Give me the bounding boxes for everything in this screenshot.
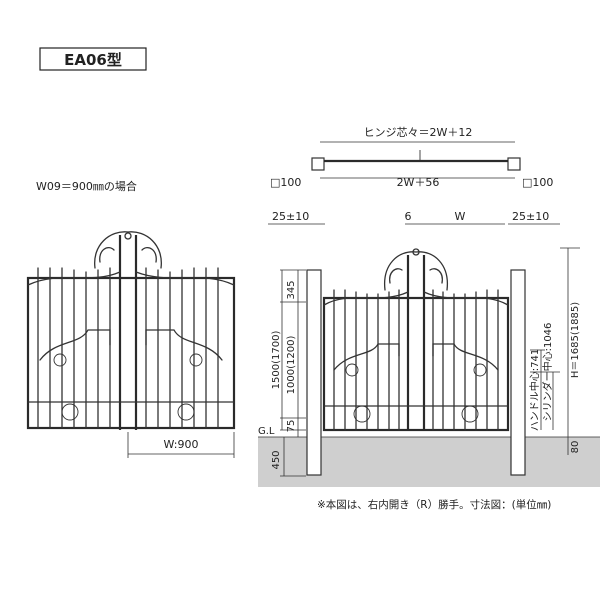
left-vertical-dimensions: 345 1500(1700) 1000(1200) 75 G.L 450	[258, 269, 306, 477]
right-gate-view: ヒンジ芯々＝2W＋12 □100 □100 2W＋56 25±10 6 W 25…	[258, 125, 600, 511]
overall-width-label: 2W＋56	[397, 176, 440, 189]
height-label: H＝1685(1885)	[570, 302, 581, 378]
left-pickets	[37, 267, 219, 429]
plan-view: ヒンジ芯々＝2W＋12 □100 □100 2W＋56	[270, 125, 553, 189]
handle-center-label: ハンドル中心:741	[528, 349, 541, 431]
center-gap-label: 6	[405, 210, 412, 223]
footnote: ※本図は、右内開き（R）勝手。寸法図：(単位㎜)	[317, 498, 551, 511]
right-gate-leaves	[322, 248, 510, 432]
hinge-center-label: ヒンジ芯々＝2W＋12	[364, 125, 473, 139]
dim-450: 450	[271, 450, 282, 469]
left-gate-view: W09＝900㎜の場合	[26, 179, 236, 458]
post-right-label: □100	[522, 176, 553, 189]
left-width-dimension: W:900	[127, 432, 235, 458]
gap-right-label: 25±10	[512, 210, 549, 223]
dim-1000: 1000(1200)	[286, 336, 297, 395]
right-pickets	[333, 289, 499, 431]
dim-345: 345	[286, 280, 297, 299]
leaf-width-label: W	[455, 210, 466, 223]
left-width-label: W:900	[164, 438, 199, 451]
left-gate-leaves	[26, 231, 236, 430]
right-post	[510, 269, 526, 476]
model-title-box: EA06型	[39, 47, 147, 71]
left-size-label: W09＝900㎜の場合	[36, 179, 137, 193]
left-post	[306, 269, 322, 476]
post-left-label: □100	[270, 176, 301, 189]
dim-75: 75	[286, 420, 297, 433]
dim-gl: G.L	[258, 426, 275, 437]
model-label: EA06型	[64, 51, 122, 69]
gap-left-label: 25±10	[272, 210, 309, 223]
dim-1500: 1500(1700)	[271, 331, 282, 390]
gap-dimensions: 25±10 6 W 25±10	[268, 210, 560, 225]
right-vertical-dimensions: ハンドル中心:741 シリンダー中心:1046 H＝1685(1885) 80	[528, 247, 581, 455]
cylinder-center-label: シリンダー中心:1046	[541, 323, 554, 422]
dim-80: 80	[570, 441, 581, 454]
